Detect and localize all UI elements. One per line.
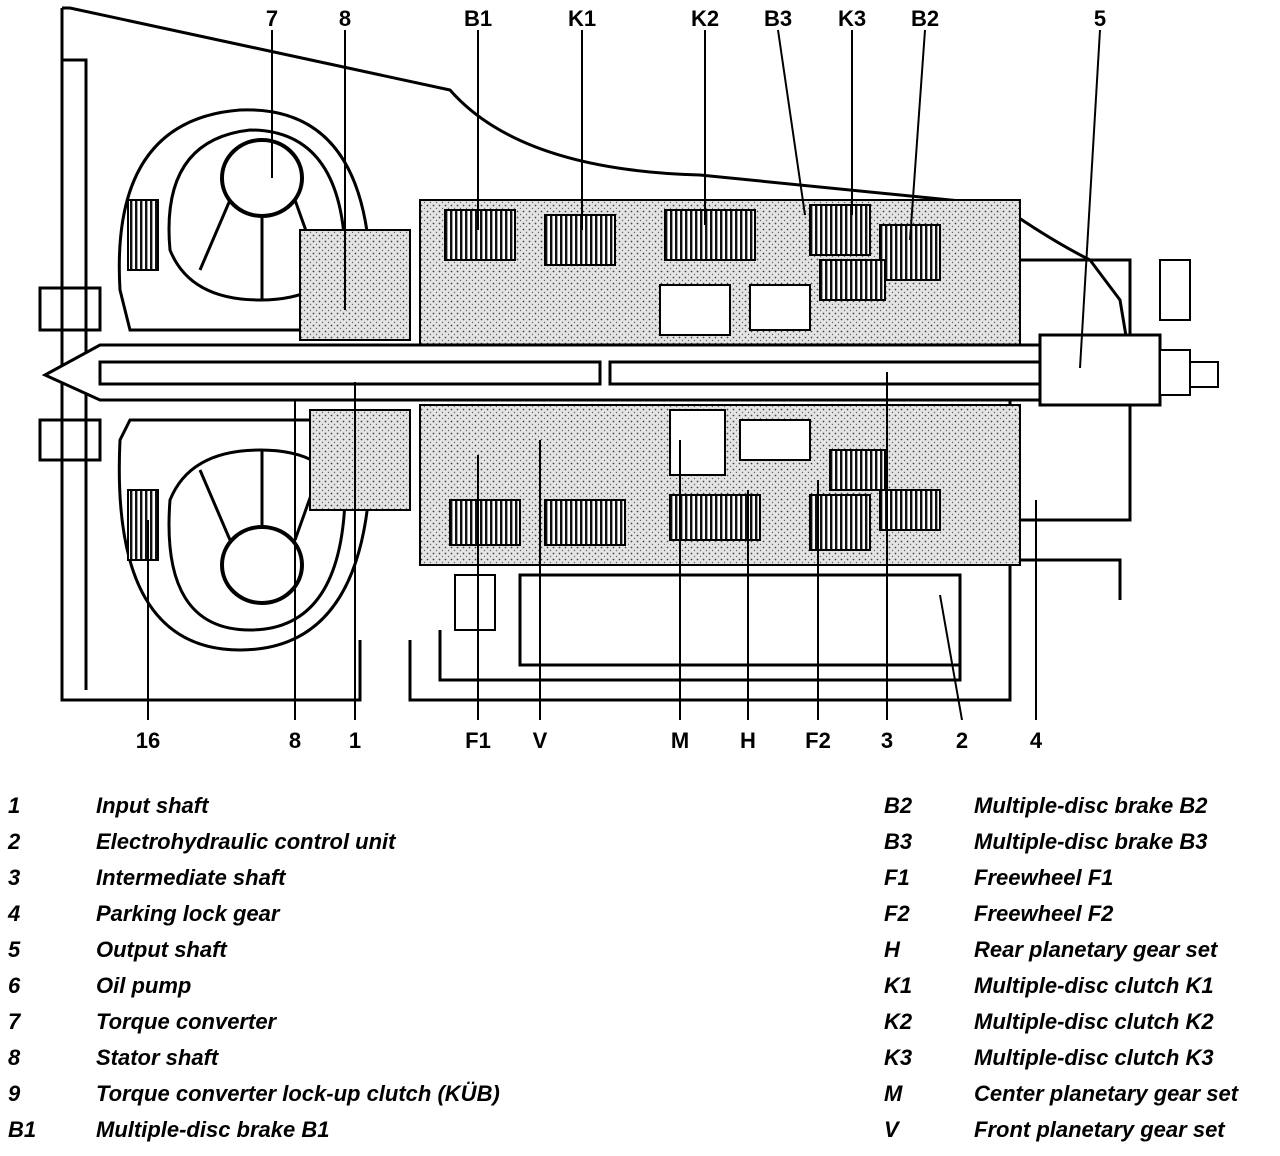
- legend-text: Freewheel F2: [974, 901, 1114, 926]
- bottom-callout: V: [533, 728, 548, 753]
- legend-row: 5 Output shaft: [8, 932, 500, 968]
- legend-key: K1: [884, 973, 913, 998]
- bottom-callout: 3: [881, 728, 893, 753]
- legend-row: M Center planetary gear set: [884, 1076, 1238, 1112]
- legend-row: 6 Oil pump: [8, 968, 500, 1004]
- bottom-callout: H: [740, 728, 756, 753]
- legend-text: Input shaft: [96, 793, 209, 818]
- legend-key: B3: [884, 829, 913, 854]
- top-callout: B2: [911, 6, 939, 31]
- legend-key: K2: [884, 1009, 913, 1034]
- legend-key: F2: [884, 901, 910, 926]
- legend-text: Multiple-disc brake B2: [974, 793, 1208, 818]
- oil-pump: [299, 229, 411, 511]
- legend-row: B3 Multiple-disc brake B3: [884, 824, 1238, 860]
- bottom-callout: 16: [136, 728, 160, 753]
- legend-text: Multiple-disc brake B1: [96, 1117, 330, 1142]
- legend-text: Oil pump: [96, 973, 192, 998]
- legend-key: B1: [8, 1117, 37, 1142]
- legend-row: 3 Intermediate shaft: [8, 860, 500, 896]
- legend-text: Stator shaft: [96, 1045, 219, 1070]
- top-callout: B1: [464, 6, 492, 31]
- legend-key: M: [884, 1081, 903, 1106]
- legend-text: Torque converter lock-up clutch (KÜB): [96, 1081, 500, 1106]
- legend-text: Parking lock gear: [96, 901, 280, 926]
- legend-key: 7: [8, 1009, 21, 1034]
- legend-text: Multiple-disc brake B3: [974, 829, 1208, 854]
- top-callout: 7: [266, 6, 278, 31]
- legend-key: V: [884, 1117, 899, 1142]
- gear-assemblies: [419, 199, 1021, 667]
- legend-key: 9: [8, 1081, 21, 1106]
- legend-row: K1 Multiple-disc clutch K1: [884, 968, 1238, 1004]
- bottom-callout: 1: [349, 728, 361, 753]
- legend-key: F1: [884, 865, 910, 890]
- legend-text: Output shaft: [96, 937, 227, 962]
- legend-key: K3: [884, 1045, 913, 1070]
- top-callout: 8: [339, 6, 351, 31]
- legend-key: 2: [8, 829, 21, 854]
- legend-row: K3 Multiple-disc clutch K3: [884, 1040, 1238, 1076]
- legend-key: B2: [884, 793, 913, 818]
- legend-text: Multiple-disc clutch K3: [974, 1045, 1214, 1070]
- legend-text: Center planetary gear set: [974, 1081, 1239, 1106]
- legend-key: 5: [8, 937, 21, 962]
- top-callout: K3: [838, 6, 866, 31]
- legend-key: 3: [8, 865, 21, 890]
- top-callout: B3: [764, 6, 792, 31]
- legend-key: H: [884, 937, 900, 962]
- legend-key: 8: [8, 1045, 21, 1070]
- legend-text: Freewheel F1: [974, 865, 1114, 890]
- legend-row: 8 Stator shaft: [8, 1040, 500, 1076]
- legend-text: Torque converter: [96, 1009, 277, 1034]
- legend-row: K2 Multiple-disc clutch K2: [884, 1004, 1238, 1040]
- legend-text: Front planetary gear set: [974, 1117, 1225, 1142]
- leader-lines: [147, 29, 1101, 721]
- callout-labels: 7 8 B1 K1 K2 B3 K3 B2 5 16 8 1 F1 V M H F2 3 2 4: [136, 6, 1106, 753]
- legend-row: F1 Freewheel F1: [884, 860, 1238, 896]
- top-callout: 5: [1094, 6, 1106, 31]
- legend-row: H Rear planetary gear set: [884, 932, 1238, 968]
- top-callout: K1: [568, 6, 596, 31]
- legend-row: V Front planetary gear set: [884, 1112, 1238, 1148]
- legend-key: 4: [8, 901, 21, 926]
- bottom-callout: F2: [805, 728, 831, 753]
- legend-key: 6: [8, 973, 21, 998]
- legend-row: 2 Electrohydraulic control unit: [8, 824, 500, 860]
- bottom-callout: M: [671, 728, 689, 753]
- top-callout: K2: [691, 6, 719, 31]
- legend-left: 1 Input shaft 2 Electrohydraulic control un…: [8, 788, 500, 1148]
- transmission-cross-section: 7 8 B1 K1 K2 B3 K3 B2 5 16 8 1 F1 V M H F2 3 2 4: [38, 6, 1219, 753]
- legend-row: 4 Parking lock gear: [8, 896, 500, 932]
- legend-text: Rear planetary gear set: [974, 937, 1218, 962]
- legend-row: 7 Torque converter: [8, 1004, 500, 1040]
- bottom-callout: 8: [289, 728, 301, 753]
- legend-row: 1 Input shaft: [8, 788, 500, 824]
- bottom-callout: 4: [1030, 728, 1043, 753]
- housing: [38, 6, 1132, 702]
- legend-text: Intermediate shaft: [96, 865, 286, 890]
- legend-key: 1: [8, 793, 21, 818]
- legend-text: Multiple-disc clutch K1: [974, 973, 1214, 998]
- legend-row: B1 Multiple-disc brake B1: [8, 1112, 500, 1148]
- bottom-callout: F1: [465, 728, 491, 753]
- shafts: [41, 259, 1219, 407]
- bottom-callout: 2: [956, 728, 968, 753]
- legend-text: Multiple-disc clutch K2: [974, 1009, 1214, 1034]
- legend-text: Electrohydraulic control unit: [96, 829, 396, 854]
- legend-row: F2 Freewheel F2: [884, 896, 1238, 932]
- legend-row: B2 Multiple-disc brake B2: [884, 788, 1238, 824]
- legend-row: 9 Torque converter lock-up clutch (KÜB): [8, 1076, 500, 1112]
